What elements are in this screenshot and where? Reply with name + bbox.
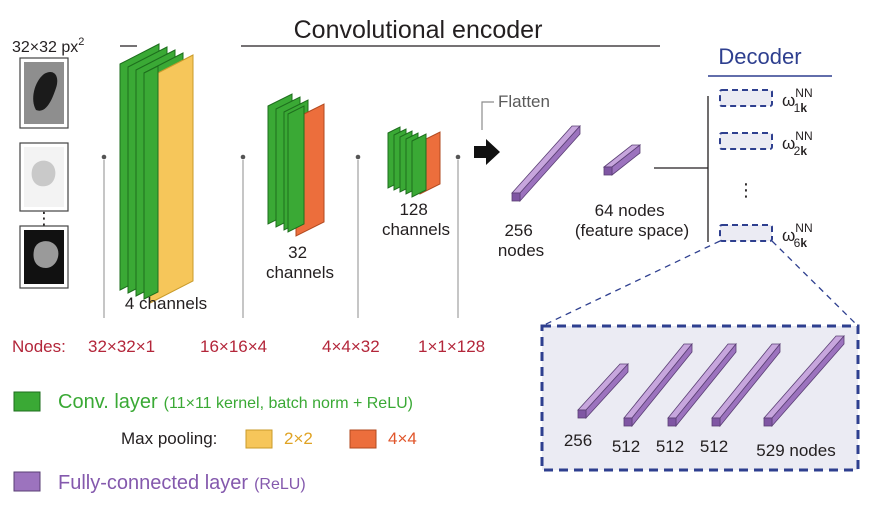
legend-pool4-label: 4×4 [388, 429, 417, 448]
nodes-value-2: 16×16×4 [200, 337, 267, 356]
nodes-prefix: Nodes: [12, 337, 66, 356]
flatten-arrow-icon [474, 139, 500, 165]
fc-256-bar [511, 124, 581, 203]
conv-block-1-label: 4 channels [125, 294, 207, 313]
input-image-1 [19, 57, 69, 129]
stage-separators [101, 154, 461, 318]
conv-block-3-label: 128 channels [382, 200, 450, 239]
flatten-bracket [481, 101, 494, 130]
input-ellipsis: ⋮ [36, 209, 53, 228]
detail-label-512-b: 512 [656, 437, 684, 456]
fc-64-label: 64 nodes (feature space) [575, 201, 689, 240]
legend-fc-label: Fully-connected layer(ReLU) [58, 472, 306, 494]
detail-label-512-a: 512 [612, 437, 640, 456]
detail-label-256: 256 [564, 431, 592, 450]
legend-conv-swatch [13, 391, 41, 412]
legend-pool2-label: 2×2 [284, 429, 313, 448]
nodes-value-1: 32×32×1 [88, 337, 155, 356]
fc-256-label: 256 nodes [498, 221, 544, 260]
legend-pool2-swatch [245, 429, 273, 449]
conv-block-3 [387, 126, 441, 198]
decoder-title: Decoder [718, 44, 801, 69]
fc-64-bar [602, 144, 642, 176]
input-size-label: 32×32 px2 [12, 36, 84, 56]
nodes-value-4: 1×1×128 [418, 337, 485, 356]
legend-conv-label: Conv. layer(11×11 kernel, batch norm + R… [58, 391, 413, 413]
zoom-line-right [771, 240, 859, 327]
conv-block-1 [119, 43, 194, 304]
decoder-ellipsis: ⋮ [737, 180, 755, 200]
conv-block-2 [267, 93, 325, 237]
detail-label-529: 529 nodes [756, 441, 835, 460]
encoder-title: Convolutional encoder [294, 16, 543, 44]
flatten-label: Flatten [498, 92, 550, 111]
conv-block-2-label: 32 channels [266, 243, 334, 282]
input-image-2 [19, 142, 69, 212]
nodes-value-3: 4×4×32 [322, 337, 380, 356]
input-image-3 [19, 225, 69, 289]
legend-fc-swatch [13, 471, 41, 492]
decoder-detail-bars [577, 334, 845, 428]
detail-label-512-c: 512 [700, 437, 728, 456]
legend-pool-label: Max pooling: [121, 429, 217, 448]
legend-pool4-swatch [349, 429, 377, 449]
zoom-line-left [541, 240, 721, 327]
